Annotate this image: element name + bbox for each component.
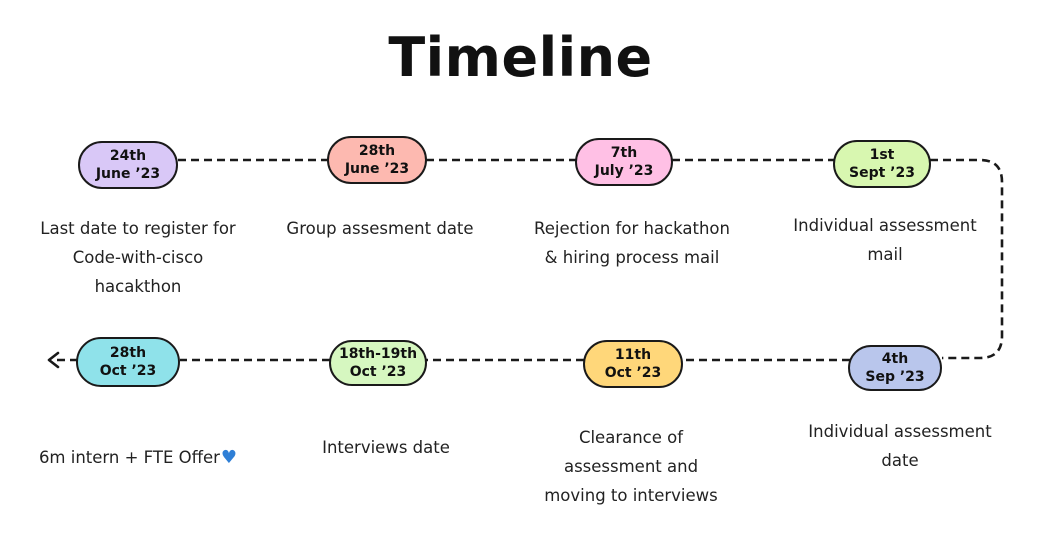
- milestone-6-description: Clearance of assessment and moving to in…: [516, 423, 746, 510]
- page-title: Timeline: [388, 26, 653, 89]
- milestone-6-date-pill: 11th Oct ’23: [583, 340, 683, 388]
- milestone-1-description: Last date to register for Code-with-cisc…: [23, 214, 253, 301]
- description-line: mail: [867, 245, 903, 264]
- milestone-2-date-pill: 28th June ’23: [327, 136, 427, 184]
- milestone-1-day: 24th: [109, 148, 147, 164]
- milestone-7-day: 18th-19th: [338, 346, 418, 362]
- milestone-5-date-pill: 4th Sep ’23: [848, 345, 942, 391]
- milestone-2-day: 28th: [358, 143, 396, 159]
- description-line: & hiring process mail: [544, 248, 720, 267]
- description-line: Individual assessment: [808, 422, 992, 441]
- milestone-6-day: 11th: [614, 347, 652, 363]
- milestone-8-description: 6m intern + FTE Offer♥: [18, 443, 258, 472]
- milestone-5-description: Individual assessment date: [785, 417, 1015, 475]
- description-line: moving to interviews: [544, 486, 718, 505]
- milestone-3-description: Rejection for hackathon & hiring process…: [517, 214, 747, 272]
- milestone-1-date-pill: 24th June ’23: [78, 141, 178, 189]
- milestone-7-month: Oct ’23: [349, 364, 407, 380]
- offer-text: 6m intern + FTE Offer: [38, 448, 220, 467]
- blue-heart-icon: ♥: [220, 447, 238, 468]
- description-line: Last date to register for: [40, 219, 236, 238]
- milestone-3-date-pill: 7th July ’23: [575, 138, 673, 186]
- description-line: Individual assessment: [793, 216, 977, 235]
- milestone-8-date-pill: 28th Oct ’23: [76, 337, 180, 387]
- milestone-7-description: Interviews date: [271, 433, 501, 462]
- description-line: assessment and: [563, 457, 699, 476]
- milestone-5-month: Sep ’23: [865, 369, 925, 385]
- milestone-6-month: Oct ’23: [604, 365, 662, 381]
- milestone-3-day: 7th: [610, 145, 638, 161]
- milestone-8-month: Oct ’23: [99, 363, 157, 379]
- description-line: 6m intern + FTE Offer♥: [18, 443, 258, 472]
- description-line: hacakthon: [94, 277, 182, 296]
- description-line: Code-with-cisco: [72, 248, 204, 267]
- milestone-2-month: June ’23: [344, 161, 410, 177]
- description-line: Clearance of: [578, 428, 684, 447]
- description-line: Group assesment date: [286, 219, 474, 238]
- milestone-4-day: 1st: [869, 147, 895, 163]
- milestone-5-day: 4th: [881, 351, 909, 367]
- milestone-8-day: 28th: [109, 345, 147, 361]
- milestone-2-description: Group assesment date: [265, 214, 495, 243]
- milestone-1-month: June ’23: [95, 166, 161, 182]
- description-line: date: [881, 451, 919, 470]
- milestone-7-date-pill: 18th-19th Oct ’23: [329, 340, 427, 386]
- milestone-4-date-pill: 1st Sept ’23: [833, 140, 931, 188]
- connector-return-curve: [930, 158, 1004, 360]
- description-line: Rejection for hackathon: [534, 219, 730, 238]
- description-line: Interviews date: [322, 438, 450, 457]
- arrow-left-icon: [47, 351, 60, 369]
- milestone-4-description: Individual assessment mail: [770, 211, 1000, 269]
- milestone-3-month: July ’23: [594, 163, 654, 179]
- milestone-4-month: Sept ’23: [849, 165, 915, 181]
